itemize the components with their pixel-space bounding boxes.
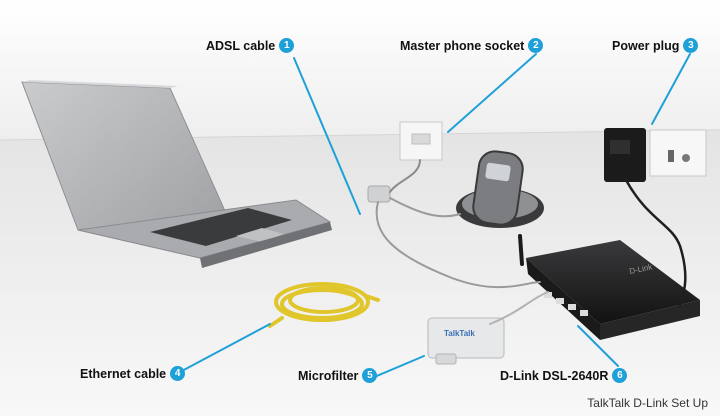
pointer-lines bbox=[179, 53, 691, 379]
desk-splitter bbox=[367, 185, 391, 203]
cables bbox=[375, 159, 687, 325]
microfilter: TalkTalk bbox=[427, 317, 505, 365]
power-cable-path bbox=[624, 178, 687, 308]
callout-number-badge: 5 bbox=[362, 368, 378, 383]
laptop-touchpad bbox=[236, 228, 284, 242]
pointer-3 bbox=[651, 53, 691, 125]
callout-number-badge: 6 bbox=[612, 368, 628, 383]
laptop bbox=[21, 80, 332, 268]
router-top bbox=[526, 240, 700, 324]
pointer-5 bbox=[371, 355, 425, 379]
callout-router: D-Link DSL-2640R 6 bbox=[500, 368, 628, 383]
callout-label: Master phone socket bbox=[400, 38, 525, 53]
master-phone-socket bbox=[399, 121, 443, 161]
phone-cable-path bbox=[389, 197, 461, 218]
router: D-Link bbox=[518, 234, 700, 340]
callout-label: D-Link DSL-2640R bbox=[500, 368, 609, 383]
callout-master-phone-socket: Master phone socket 2 bbox=[400, 38, 544, 53]
callout-adsl-cable: ADSL cable 1 bbox=[206, 38, 295, 53]
callout-label: Microfilter bbox=[298, 368, 359, 383]
callout-number-badge: 2 bbox=[528, 38, 544, 53]
pointer-6 bbox=[577, 325, 619, 367]
pointer-1 bbox=[293, 57, 361, 215]
laptop-keyboard bbox=[150, 208, 292, 246]
microfilter-cable-path bbox=[489, 291, 549, 325]
callout-label: ADSL cable bbox=[206, 38, 276, 53]
callout-power-plug: Power plug 3 bbox=[612, 38, 699, 53]
pointer-4 bbox=[179, 323, 271, 373]
router-antenna bbox=[518, 234, 524, 266]
laptop-lid-edge bbox=[22, 80, 178, 88]
laptop-front bbox=[200, 222, 332, 268]
ethernet-cable-coil bbox=[268, 282, 380, 328]
router-side bbox=[600, 300, 700, 340]
callout-label: Power plug bbox=[612, 38, 680, 53]
callout-microfilter: Microfilter 5 bbox=[298, 368, 378, 383]
callout-ethernet-cable: Ethernet cable 4 bbox=[80, 366, 186, 381]
router-dsl-cable-path bbox=[375, 201, 541, 289]
power-adapter bbox=[604, 128, 646, 182]
adsl-cable-path bbox=[389, 159, 421, 193]
cordless-phone bbox=[456, 150, 544, 228]
power-socket bbox=[649, 129, 707, 177]
callout-number-badge: 1 bbox=[279, 38, 295, 53]
pointer-2 bbox=[447, 53, 537, 133]
callout-label: Ethernet cable bbox=[80, 366, 167, 381]
microfilter-brand-label: TalkTalk bbox=[444, 329, 475, 338]
callout-number-badge: 4 bbox=[170, 366, 186, 381]
caption: TalkTalk D-Link Set Up bbox=[587, 396, 708, 410]
callout-number-badge: 3 bbox=[683, 38, 699, 53]
